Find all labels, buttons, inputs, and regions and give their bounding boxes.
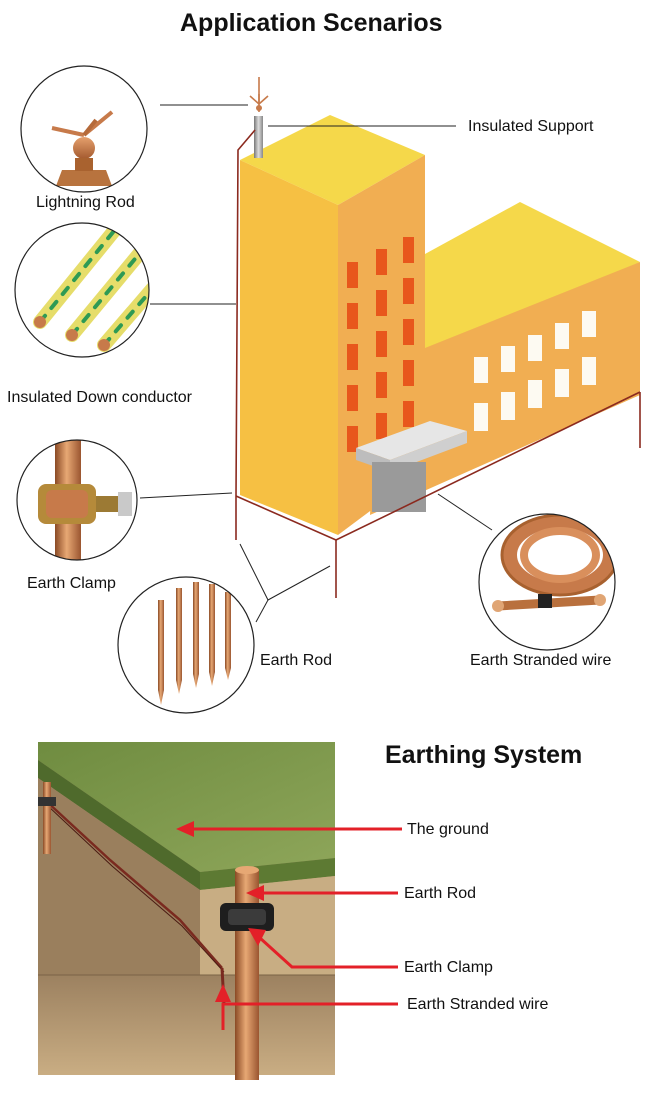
earth-rod-photo (118, 577, 254, 713)
label-earth-rod-2: Earth Rod (404, 885, 477, 902)
earth-stranded-wire-photo (479, 514, 615, 650)
insulated-down-conductor-photo (15, 223, 149, 357)
wing-roof (420, 202, 640, 350)
entrance-canopy (356, 421, 467, 460)
leader-lines (139, 104, 493, 623)
earthing-cross-section (38, 742, 335, 1080)
section-title-earthing: Earthing System (385, 741, 583, 769)
label-earth-stranded-wire-2: Earth Stranded wire (407, 996, 549, 1013)
label-insulated-support: Insulated Support (468, 118, 594, 135)
red-arrows (176, 821, 402, 1030)
earth-clamp-photo (17, 440, 137, 560)
label-earth-rod: Earth Rod (260, 652, 333, 669)
label-the-ground: The ground (407, 821, 489, 838)
main-earth-rod (235, 870, 259, 1080)
entrance-door (372, 462, 426, 512)
tower-roof (240, 115, 425, 205)
label-lightning-rod: Lightning Rod (36, 194, 135, 211)
insulated-support-pole (254, 116, 263, 158)
label-insulated-down-conductor: Insulated Down conductor (7, 389, 192, 406)
label-earth-stranded-wire: Earth Stranded wire (470, 652, 612, 669)
label-earth-clamp: Earth Clamp (27, 575, 116, 592)
label-earth-clamp-2: Earth Clamp (404, 959, 493, 976)
section-title-application: Application Scenarios (180, 9, 443, 37)
lightning-rod-photo (21, 66, 147, 192)
tower-front (240, 160, 338, 535)
grass-surface (38, 742, 335, 872)
building (240, 115, 640, 535)
wiring (235, 129, 641, 598)
